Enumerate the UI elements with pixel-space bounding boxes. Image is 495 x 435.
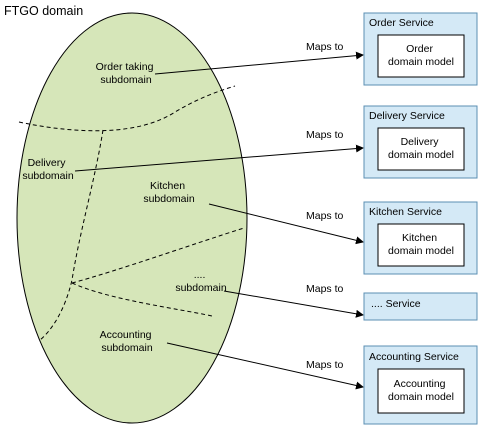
arrow-kitchen	[208, 203, 364, 245]
service-kitchen-title: Kitchen Service	[369, 206, 442, 218]
kitchen-domain-model-line1: Kitchen	[402, 232, 437, 244]
subdomain-labels: Order taking subdomain Delivery subdomai…	[22, 61, 227, 354]
service-other-title: .... Service	[371, 298, 421, 310]
delivery-domain-model-label: Delivery domain model	[388, 136, 454, 161]
accounting-domain-model-line1: Accounting	[394, 378, 446, 390]
maps-to-delivery: Maps to	[306, 129, 344, 141]
service-kitchen: Kitchen Service Kitchen domain model	[363, 201, 478, 275]
arrow-order	[154, 51, 364, 75]
delivery-domain-model-box	[377, 127, 465, 171]
subdomain-kitchen-line2: subdomain	[143, 193, 195, 205]
arrow-delivery	[74, 144, 364, 172]
service-delivery-title: Delivery Service	[369, 110, 445, 122]
subdomain-delivery-line2: subdomain	[22, 170, 74, 182]
service-order: Order Service Order domain model	[363, 12, 478, 86]
order-domain-model-box	[377, 34, 465, 78]
service-other-box	[363, 292, 478, 321]
subdomain-other-line1: ....	[194, 269, 206, 281]
boundary-kitchen	[71, 227, 245, 284]
accounting-domain-model-line2: domain model	[388, 391, 454, 403]
subdomain-other: .... subdomain	[175, 269, 227, 294]
subdomain-accounting: Accounting subdomain	[100, 329, 155, 354]
kitchen-domain-model-label: Kitchen domain model	[388, 232, 454, 257]
service-order-title: Order Service	[369, 17, 434, 29]
order-domain-model-line2: domain model	[388, 56, 454, 68]
subdomain-order-taking: Order taking subdomain	[96, 61, 157, 86]
diagram-title: FTGO domain	[4, 4, 83, 18]
subdomain-kitchen: Kitchen subdomain	[143, 180, 195, 205]
arrow-other	[223, 290, 364, 318]
boundary-accounting	[71, 282, 213, 317]
service-accounting-title: Accounting Service	[369, 351, 459, 363]
order-domain-model-label: Order domain model	[388, 43, 454, 68]
subdomain-order-taking-line1: Order taking	[96, 61, 154, 73]
subdomain-other-line2: subdomain	[175, 282, 227, 294]
delivery-domain-model-line1: Delivery	[401, 136, 440, 148]
accounting-domain-model-box	[377, 368, 465, 414]
maps-to-labels: Maps to Maps to Maps to Maps to Maps to	[306, 41, 344, 371]
boundary-delivery	[39, 129, 104, 341]
subdomain-delivery: Delivery subdomain	[22, 157, 74, 182]
maps-to-kitchen: Maps to	[306, 210, 344, 222]
subdomain-accounting-line2: subdomain	[101, 342, 153, 354]
order-domain-model-line1: Order	[406, 43, 433, 55]
maps-to-other: Maps to	[306, 283, 344, 295]
arrow-accounting	[166, 342, 364, 390]
service-other: .... Service	[363, 292, 478, 321]
subdomain-delivery-line1: Delivery	[28, 157, 67, 169]
boundary-order-taking	[18, 85, 236, 132]
services: Order Service Order domain model Deliver…	[363, 12, 478, 425]
subdomain-boundaries	[18, 85, 245, 341]
kitchen-domain-model-box	[377, 223, 465, 267]
service-delivery: Delivery Service Delivery domain model	[363, 105, 478, 179]
kitchen-domain-model-line2: domain model	[388, 245, 454, 257]
accounting-domain-model-label: Accounting domain model	[388, 378, 454, 403]
subdomain-accounting-line1: Accounting	[100, 329, 152, 341]
subdomain-order-taking-line2: subdomain	[100, 74, 152, 86]
maps-to-order: Maps to	[306, 41, 344, 53]
ftgo-domain-ellipse	[16, 12, 248, 424]
subdomain-kitchen-line1: Kitchen	[150, 180, 185, 192]
maps-to-accounting: Maps to	[306, 359, 344, 371]
delivery-domain-model-line2: domain model	[388, 149, 454, 161]
mapping-arrows	[74, 51, 364, 390]
service-accounting: Accounting Service Accounting domain mod…	[363, 345, 478, 425]
